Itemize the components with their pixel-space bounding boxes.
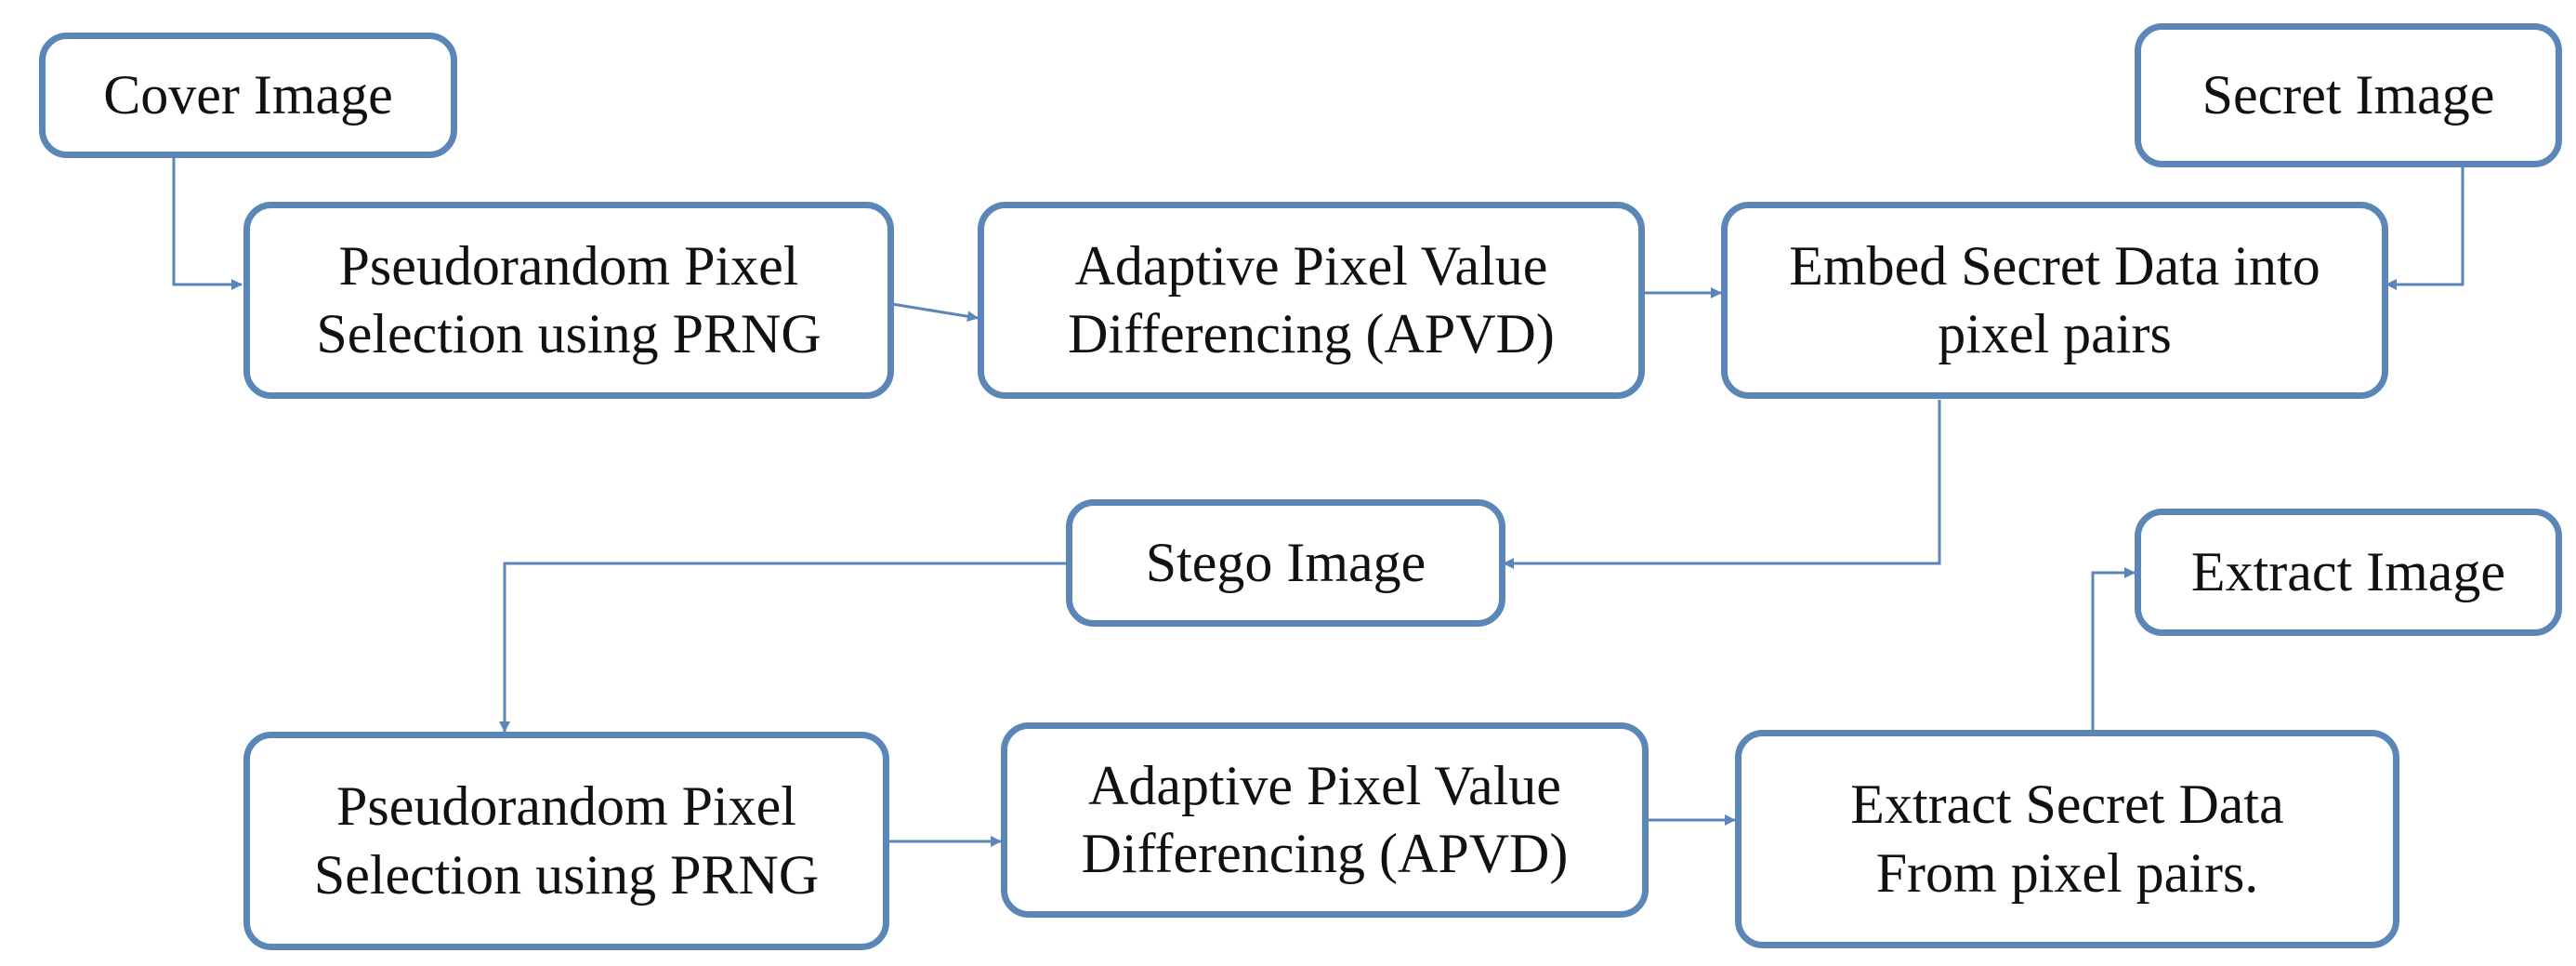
edge-prng-embed-to-apvd-embed bbox=[891, 302, 979, 323]
prng-extract-line-1: Pseudorandom Pixel bbox=[336, 775, 796, 838]
edge-secret-to-embed-data bbox=[2385, 165, 2464, 290]
prng-extract-line-2: Selection using PRNG bbox=[313, 843, 820, 906]
extract-data-node: Extract Secret Data From pixel pairs. bbox=[1735, 730, 2399, 948]
prng-embed-text: Pseudorandom Pixel Selection using PRNG bbox=[316, 232, 821, 368]
extract-data-line-1: Extract Secret Data bbox=[1850, 774, 2284, 836]
prng-extract-text: Pseudorandom Pixel Selection using PRNG bbox=[314, 773, 819, 908]
extract-data-line-2: From pixel pairs. bbox=[1875, 841, 2259, 904]
stego-image-label: Stego Image bbox=[1145, 531, 1426, 593]
edge-extract-data-to-extract-image bbox=[2091, 567, 2136, 730]
stego-image-node: Stego Image bbox=[1066, 499, 1505, 627]
extract-data-text: Extract Secret Data From pixel pairs. bbox=[1850, 771, 2283, 906]
apvd-extract-text: Adaptive Pixel Value Differencing (APVD) bbox=[1082, 752, 1569, 888]
prng-embed-line-1: Pseudorandom Pixel bbox=[338, 234, 799, 297]
edge-stego-to-prng-extract bbox=[499, 562, 1066, 733]
secret-image-label: Secret Image bbox=[2201, 63, 2495, 126]
apvd-embed-node: Adaptive Pixel Value Differencing (APVD) bbox=[978, 202, 1645, 399]
apvd-extract-line-2: Differencing (APVD) bbox=[1081, 823, 1569, 884]
embed-data-line-2: pixel pairs bbox=[1938, 303, 2172, 364]
prng-embed-line-2: Selection using PRNG bbox=[316, 303, 821, 364]
apvd-embed-text: Adaptive Pixel Value Differencing (APVD) bbox=[1068, 232, 1555, 368]
secret-image-node: Secret Image bbox=[2135, 23, 2562, 167]
prng-embed-node: Pseudorandom Pixel Selection using PRNG bbox=[243, 202, 894, 399]
prng-extract-node: Pseudorandom Pixel Selection using PRNG bbox=[243, 732, 889, 950]
edge-embed-data-to-stego bbox=[1503, 400, 1941, 569]
apvd-extract-node: Adaptive Pixel Value Differencing (APVD) bbox=[1001, 722, 1649, 918]
apvd-embed-line-2: Differencing (APVD) bbox=[1068, 303, 1555, 364]
cover-image-label: Cover Image bbox=[103, 63, 393, 126]
embed-data-line-1: Embed Secret Data into bbox=[1789, 234, 2320, 297]
apvd-extract-line-1: Adaptive Pixel Value bbox=[1088, 754, 1561, 816]
edge-cover-to-prng-embed bbox=[172, 137, 243, 290]
extract-image-node: Extract Image bbox=[2135, 509, 2562, 636]
embed-data-node: Embed Secret Data into pixel pairs bbox=[1721, 202, 2388, 399]
cover-image-node: Cover Image bbox=[39, 33, 457, 158]
embed-data-text: Embed Secret Data into pixel pairs bbox=[1789, 232, 2320, 368]
extract-image-label: Extract Image bbox=[2190, 540, 2506, 602]
apvd-embed-line-1: Adaptive Pixel Value bbox=[1074, 234, 1548, 297]
